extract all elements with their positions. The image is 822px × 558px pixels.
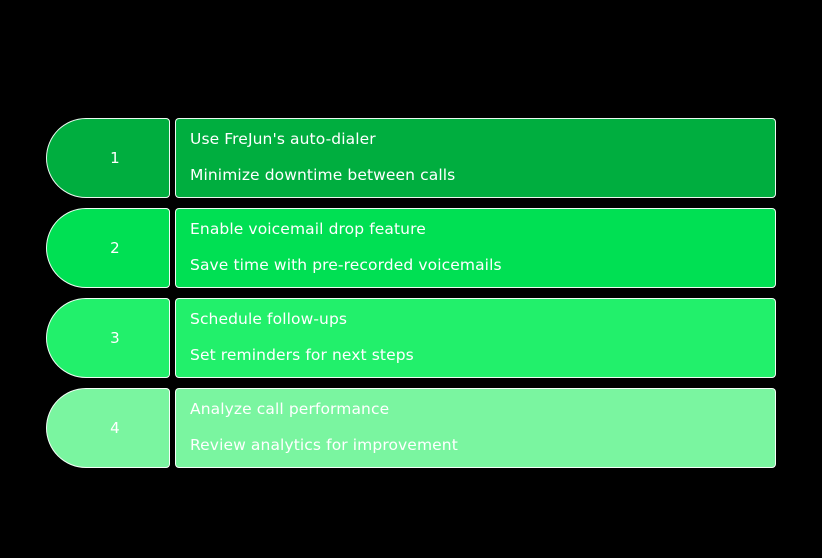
list-item[interactable]: 1 Use FreJun's auto-dialer Minimize down… xyxy=(46,118,776,198)
step-title: Use FreJun's auto-dialer xyxy=(190,130,376,149)
step-list: 1 Use FreJun's auto-dialer Minimize down… xyxy=(46,118,776,468)
step-title: Analyze call performance xyxy=(190,400,390,419)
step-number-cap-1[interactable]: 1 xyxy=(46,118,170,198)
step-number-label: 3 xyxy=(110,328,120,347)
step-body-4[interactable]: Analyze call performance Review analytic… xyxy=(175,388,776,468)
step-body-2[interactable]: Enable voicemail drop feature Save time … xyxy=(175,208,776,288)
step-body-3[interactable]: Schedule follow-ups Set reminders for ne… xyxy=(175,298,776,378)
step-subtitle: Review analytics for improvement xyxy=(190,436,458,454)
step-title: Enable voicemail drop feature xyxy=(190,220,426,239)
step-subtitle: Set reminders for next steps xyxy=(190,346,414,364)
list-item[interactable]: 4 Analyze call performance Review analyt… xyxy=(46,388,776,468)
step-number-label: 1 xyxy=(110,148,120,167)
step-number-label: 2 xyxy=(110,238,120,257)
step-title: Schedule follow-ups xyxy=(190,310,348,329)
list-item[interactable]: 3 Schedule follow-ups Set reminders for … xyxy=(46,298,776,378)
step-number-cap-2[interactable]: 2 xyxy=(46,208,170,288)
step-subtitle: Save time with pre-recorded voicemails xyxy=(190,256,502,274)
step-subtitle: Minimize downtime between calls xyxy=(190,166,456,184)
step-number-cap-3[interactable]: 3 xyxy=(46,298,170,378)
step-number-label: 4 xyxy=(110,418,120,437)
list-item[interactable]: 2 Enable voicemail drop feature Save tim… xyxy=(46,208,776,288)
step-body-1[interactable]: Use FreJun's auto-dialer Minimize downti… xyxy=(175,118,776,198)
step-number-cap-4[interactable]: 4 xyxy=(46,388,170,468)
